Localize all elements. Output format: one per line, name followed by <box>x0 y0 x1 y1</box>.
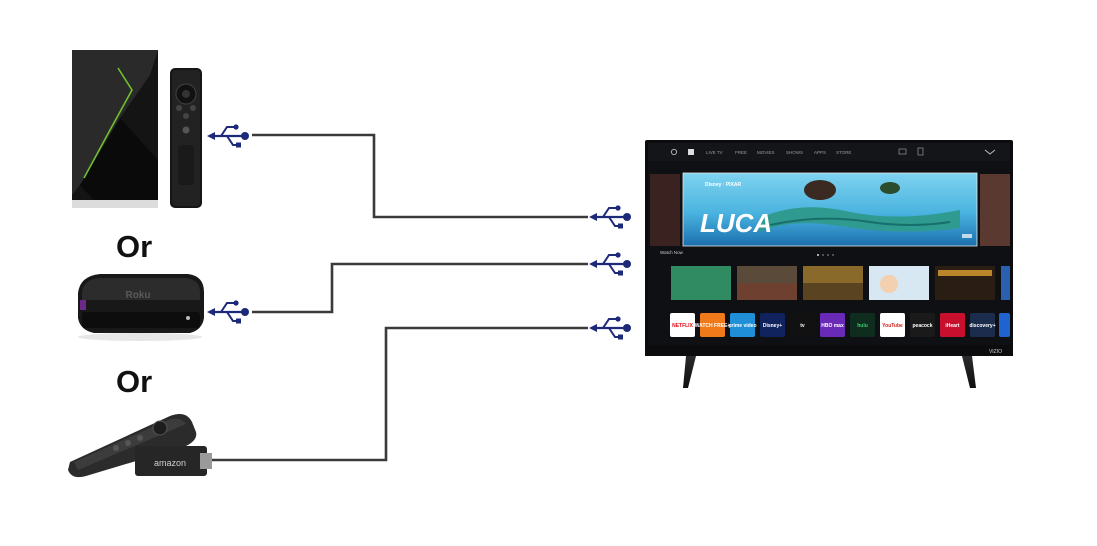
row-label: Watch Now <box>660 250 684 255</box>
app-label: prime video <box>728 323 756 329</box>
hero-banner[interactable]: Disney · PIXAR LUCA <box>682 172 978 247</box>
app-label: YouTube <box>882 323 903 329</box>
hero-title: LUCA <box>700 208 772 238</box>
chevron-down-icon[interactable] <box>984 149 996 155</box>
tv-nav-item[interactable]: MOVIES <box>757 150 775 155</box>
app-tile[interactable] <box>820 313 845 337</box>
content-tile[interactable] <box>671 266 731 300</box>
tv-nav-item[interactable]: LIVE TV <box>706 150 723 155</box>
cable-roku <box>252 262 588 314</box>
app-tile[interactable] <box>910 313 935 337</box>
app-label: tv <box>800 323 805 329</box>
app-tile[interactable] <box>790 313 815 337</box>
hero-studio: Disney · PIXAR <box>705 182 742 188</box>
home-icon[interactable] <box>688 149 694 155</box>
cable-lines <box>212 133 588 462</box>
pager-dots <box>817 254 834 256</box>
app-label: iHeart <box>945 323 960 329</box>
usb-icon <box>587 316 633 340</box>
tv-nav-item[interactable]: APPS <box>814 150 826 155</box>
usb-icon <box>587 205 633 229</box>
app-tile[interactable] <box>880 313 905 337</box>
roku-logo: Roku <box>126 290 151 301</box>
app-tile[interactable] <box>970 313 995 337</box>
tv-nav-item[interactable]: STORE <box>836 150 851 155</box>
usb-icon <box>205 300 251 324</box>
search-icon[interactable] <box>670 148 678 156</box>
app-label: Disney+ <box>763 323 782 329</box>
cable-shield <box>252 133 588 219</box>
app-label: NETFLIX <box>672 323 693 329</box>
tv-nav: LIVE TV FREE MOVIES SHOWS APPS STORE <box>706 150 851 155</box>
mobile-icon[interactable] <box>917 147 924 156</box>
app-label: hulu <box>857 323 868 329</box>
or-separator: Or <box>116 364 152 399</box>
or-separator: Or <box>116 229 152 264</box>
roku-device: Roku <box>78 274 204 341</box>
content-tile[interactable] <box>869 266 929 300</box>
app-tile[interactable] <box>700 313 725 337</box>
tv-nav-item[interactable]: FREE <box>735 150 747 155</box>
shield-tv-device <box>72 50 202 208</box>
tv-brand: VIZIO <box>989 349 1002 355</box>
fire-tv-stick-device: amazon <box>68 414 212 478</box>
app-label: HBO max <box>821 323 844 329</box>
app-tile[interactable] <box>730 313 755 337</box>
input-icon[interactable] <box>898 148 907 155</box>
app-tile[interactable] <box>999 313 1010 337</box>
tv-nav-item[interactable]: SHOWS <box>786 150 803 155</box>
content-row <box>671 266 1010 300</box>
app-label: discovery+ <box>969 323 995 329</box>
usb-icon <box>587 252 633 276</box>
app-label: peacock <box>912 323 932 329</box>
app-tile[interactable] <box>760 313 785 337</box>
cable-fire <box>212 326 588 462</box>
apps-row: NETFLIX WATCH FREE+ prime video Disney+ … <box>670 313 1010 337</box>
usb-icon <box>205 124 251 148</box>
app-label: WATCH FREE+ <box>695 323 731 329</box>
amazon-logo: amazon <box>154 458 186 468</box>
tv-device: LIVE TV FREE MOVIES SHOWS APPS STORE Dis… <box>645 140 1013 388</box>
app-tile[interactable] <box>850 313 875 337</box>
app-tile[interactable] <box>670 313 695 337</box>
app-tile[interactable] <box>940 313 965 337</box>
